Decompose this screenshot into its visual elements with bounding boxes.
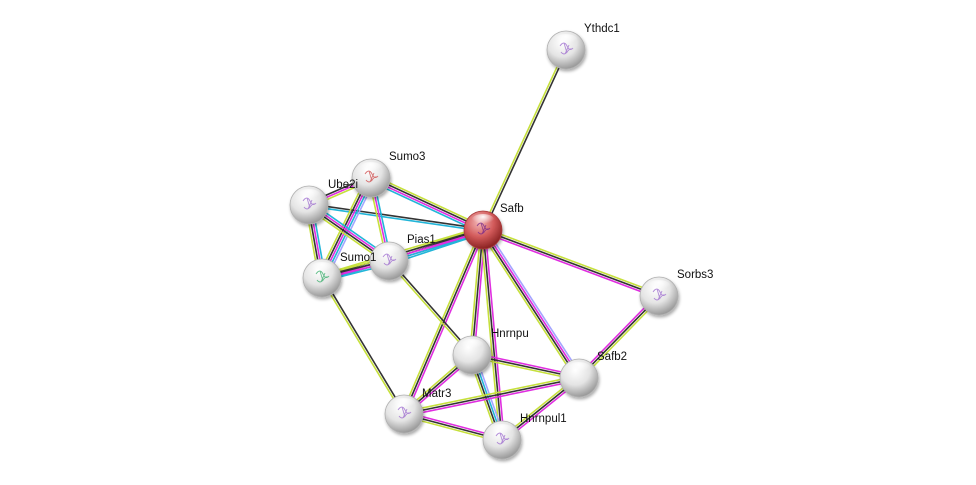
edge-safb-ythdc1[interactable] (481, 49, 568, 231)
edge-line-coexpression (482, 229, 503, 441)
node-hnrnpu[interactable]: Hnrnpu (452, 328, 529, 375)
edge-safb-sumo3[interactable] (369, 174, 485, 234)
node-highlight (490, 424, 514, 438)
node-sorbs3[interactable]: Sorbs3 (639, 269, 713, 316)
edge-line-textmining (480, 230, 501, 441)
edge-line-coexpression (483, 50, 568, 231)
edge-line-experiments (404, 379, 580, 417)
node-highlight (647, 280, 671, 294)
edge-line-coexpression (371, 176, 484, 230)
edge-sumo1-matr3[interactable] (320, 277, 406, 415)
node-safb[interactable]: Safb (463, 203, 524, 250)
edge-line-textmining (372, 174, 485, 228)
edge-line-textmining (320, 278, 404, 415)
node-pias1[interactable]: Pias1 (369, 234, 436, 281)
node-hnrnpul1[interactable]: Hnrnpul1 (482, 413, 567, 460)
edge-line-textmining (481, 49, 566, 230)
node-label: Matr3 (422, 388, 451, 400)
node-matr3[interactable]: Matr3 (384, 388, 451, 434)
edge-safb-ube2i[interactable] (308, 203, 484, 232)
node-highlight (377, 245, 401, 259)
edge-line-experiments (483, 228, 581, 378)
node-label: Hnrnpu (491, 328, 529, 340)
edge-line-textmining (469, 229, 482, 355)
node-label: Sorbs3 (677, 269, 713, 281)
node-label: Hnrnpul1 (520, 413, 567, 425)
edge-line-textmining (403, 375, 579, 413)
edge-line-experiments (484, 229, 505, 440)
nodes-layer: Safb Ythdc1Sumo3Ube2iPias1Sumo1Sorbs3Hnrn… (289, 23, 713, 460)
node-ythdc1[interactable]: Ythdc1 (546, 23, 620, 70)
node-highlight (567, 362, 591, 376)
node-highlight (297, 189, 321, 203)
node-ube2i[interactable]: Ube2i (289, 179, 358, 225)
edge-line-textmining (483, 227, 661, 295)
edge-line-experiments (370, 178, 483, 232)
edge-line-databases (369, 180, 482, 234)
node-highlight (554, 34, 578, 48)
node-highlight (310, 262, 334, 276)
edge-safb-hnrnpul1[interactable] (480, 229, 505, 441)
edge-safb-safb2[interactable] (479, 227, 583, 381)
node-label: Pias1 (407, 234, 436, 246)
node-label: Ube2i (328, 179, 358, 191)
node-highlight (471, 214, 495, 228)
edge-line-textmining (479, 231, 577, 381)
node-sumo1[interactable]: Sumo1 (302, 252, 376, 298)
edge-safb-sorbs3[interactable] (481, 227, 661, 299)
node-label: Sumo1 (340, 252, 376, 264)
node-highlight (359, 162, 383, 176)
edge-pias1-hnrnpu[interactable] (387, 259, 474, 357)
edge-line-coexpression (389, 259, 474, 355)
edge-line-databases (308, 205, 483, 232)
edge-line-coexpression (471, 229, 484, 356)
edge-line-textmining (387, 261, 472, 357)
edge-line-experiments (481, 231, 659, 299)
edge-line-coexpression (403, 377, 580, 415)
edge-safb2-matr3[interactable] (403, 375, 580, 417)
node-highlight (460, 339, 484, 353)
edge-line-homology (485, 227, 583, 377)
edge-line-coexpression (322, 277, 406, 414)
node-highlight (392, 398, 416, 412)
node-label: Safb (500, 203, 524, 215)
node-label: Safb2 (597, 351, 627, 363)
edge-line-coexpression (482, 229, 660, 297)
edge-line-coexpression (309, 203, 484, 230)
edge-line-coexpression (481, 230, 579, 380)
node-sumo3[interactable]: Sumo3 (351, 151, 425, 198)
node-safb2[interactable]: Safb2 (559, 351, 627, 398)
node-label: Sumo3 (389, 151, 425, 163)
node-label: Ythdc1 (584, 23, 620, 35)
